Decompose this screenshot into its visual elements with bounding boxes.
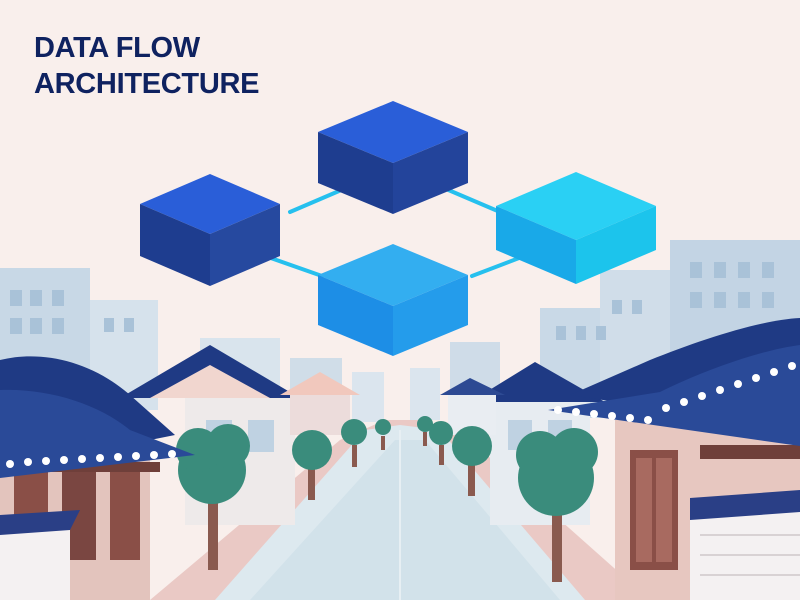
street xyxy=(150,420,650,600)
sky-cube-bottom xyxy=(318,244,468,356)
title-line-2: ARCHITECTURE xyxy=(34,68,260,100)
street-trees xyxy=(176,416,598,582)
title-line-1: DATA FLOW xyxy=(34,32,200,64)
navy-cube-top xyxy=(318,101,468,214)
cyan-cube-right xyxy=(496,172,656,284)
right-hanok xyxy=(548,318,800,600)
navy-cube-left xyxy=(140,174,280,286)
left-hanok xyxy=(0,356,195,600)
page-title: DATA FLOW ARCHITECTURE xyxy=(34,30,259,102)
